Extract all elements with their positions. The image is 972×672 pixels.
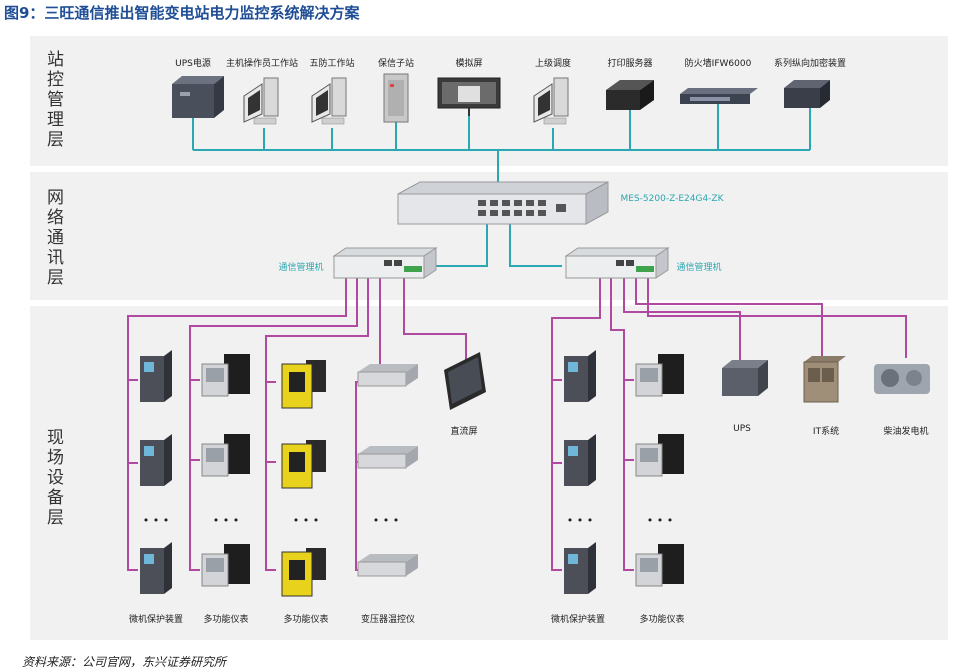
label-left-meter: 多功能仪表 bbox=[203, 615, 249, 625]
left-comm-manager-device bbox=[332, 247, 438, 279]
right-link-ups bbox=[623, 278, 741, 360]
label-ups-power: UPS电源 bbox=[175, 59, 211, 69]
right-link-it bbox=[635, 278, 823, 358]
label-ups: UPS bbox=[733, 424, 751, 434]
left-link-col3 bbox=[265, 278, 369, 571]
multifunction-meter-right-3 bbox=[635, 544, 684, 587]
print-server-device bbox=[606, 80, 654, 110]
right-comm-manager-device bbox=[564, 247, 670, 279]
right-link-col2 bbox=[610, 278, 634, 571]
label-diesel-generator: 柴油发电机 bbox=[883, 427, 929, 437]
upper-dispatch-device bbox=[533, 77, 569, 125]
host-workstation-device bbox=[243, 77, 279, 125]
label-host-workstation: 主机操作员工作站 bbox=[225, 59, 299, 69]
label-upper-dispatch: 上级调度 bbox=[534, 59, 572, 69]
field-layer-label: 现场设备层 bbox=[43, 428, 63, 528]
label-firewall: 防火墙IFW6000 bbox=[684, 59, 752, 69]
transformer-temp-controller-3 bbox=[357, 554, 418, 577]
station-layer-label: 站控管理层 bbox=[43, 50, 63, 150]
protection-relay-right-1 bbox=[564, 350, 596, 402]
label-mimic-screen: 模拟屏 bbox=[455, 59, 483, 69]
switch-to-left-manager bbox=[434, 224, 488, 267]
multifunction-meter-left-1 bbox=[201, 354, 250, 397]
multifunction-meter-left-2 bbox=[201, 434, 250, 477]
label-right-meter: 多功能仪表 bbox=[639, 615, 685, 625]
protection-relay-right-3 bbox=[564, 542, 596, 594]
multifunction-meter-right-1 bbox=[635, 354, 684, 397]
transformer-temp-controller-2 bbox=[357, 446, 418, 469]
field-links-left bbox=[127, 278, 467, 571]
ellipsis-left-col3: • • • bbox=[292, 514, 320, 527]
ellipsis-right-col1: • • • bbox=[566, 514, 594, 527]
label-switch-model: MES-5200-Z-E24G4-ZK bbox=[620, 194, 724, 204]
encryption-device bbox=[784, 80, 830, 108]
ups-battery-device bbox=[722, 360, 768, 396]
label-baoxin-substation: 保信子站 bbox=[377, 59, 415, 69]
label-dc-panel: 直流屏 bbox=[450, 427, 478, 437]
protection-relay-left-1 bbox=[140, 350, 172, 402]
fivefang-workstation-device bbox=[311, 77, 347, 125]
mimic-screen-device bbox=[437, 77, 501, 116]
label-fivefang-workstation: 五防工作站 bbox=[309, 59, 355, 69]
switch-to-right-manager bbox=[509, 224, 562, 267]
multifunction-meter-yellow-3 bbox=[281, 548, 326, 597]
left-link-col1 bbox=[127, 278, 347, 571]
baoxin-substation-cabinet bbox=[383, 73, 409, 123]
dc-panel-screen-device bbox=[444, 352, 486, 410]
label-right-protection-relay: 微机保护装置 bbox=[550, 615, 606, 625]
ellipsis-left-col4: • • • bbox=[372, 514, 400, 527]
multifunction-meter-left-3 bbox=[201, 544, 250, 587]
multifunction-meter-yellow-1 bbox=[281, 360, 326, 409]
multifunction-meter-yellow-2 bbox=[281, 440, 326, 489]
left-link-col5 bbox=[403, 278, 467, 360]
firewall-device bbox=[680, 88, 758, 104]
core-switch-device bbox=[397, 181, 609, 225]
protection-relay-right-2 bbox=[564, 434, 596, 486]
network-layer-label: 网络通讯层 bbox=[43, 188, 63, 288]
right-link-gen bbox=[647, 278, 907, 358]
label-left-protection-relay: 微机保护装置 bbox=[128, 615, 184, 625]
label-left-meter-yellow: 多功能仪表 bbox=[283, 615, 329, 625]
label-left-comm-manager: 通信管理机 bbox=[278, 263, 324, 273]
multifunction-meter-right-2 bbox=[635, 434, 684, 477]
field-links-right bbox=[551, 278, 907, 571]
field-layer-band bbox=[30, 306, 948, 640]
protection-relay-left-2 bbox=[140, 434, 172, 486]
network-links bbox=[192, 104, 811, 267]
source-note: 资料来源：公司官网，东兴证券研究所 bbox=[22, 655, 227, 669]
it-system-cabinet bbox=[803, 356, 846, 403]
label-it-system: IT系统 bbox=[812, 427, 840, 437]
label-right-comm-manager: 通信管理机 bbox=[676, 263, 722, 273]
ellipsis-left-col1: • • • bbox=[142, 514, 170, 527]
diesel-generator-device bbox=[874, 364, 930, 394]
ups-power-device bbox=[172, 76, 224, 118]
figure-title: 图9：三旺通信推出智能变电站电力监控系统解决方案 bbox=[4, 4, 360, 22]
ellipsis-left-col2: • • • bbox=[212, 514, 240, 527]
left-link-col2 bbox=[189, 278, 358, 571]
label-transformer-temp: 变压器温控仪 bbox=[360, 615, 416, 625]
protection-relay-left-3 bbox=[140, 542, 172, 594]
transformer-temp-controller-1 bbox=[357, 364, 418, 387]
ellipsis-right-col2: • • • bbox=[646, 514, 674, 527]
right-link-col1 bbox=[551, 278, 601, 571]
label-encryption: 系列纵向加密装置 bbox=[773, 59, 847, 69]
label-print-server: 打印服务器 bbox=[607, 59, 653, 69]
